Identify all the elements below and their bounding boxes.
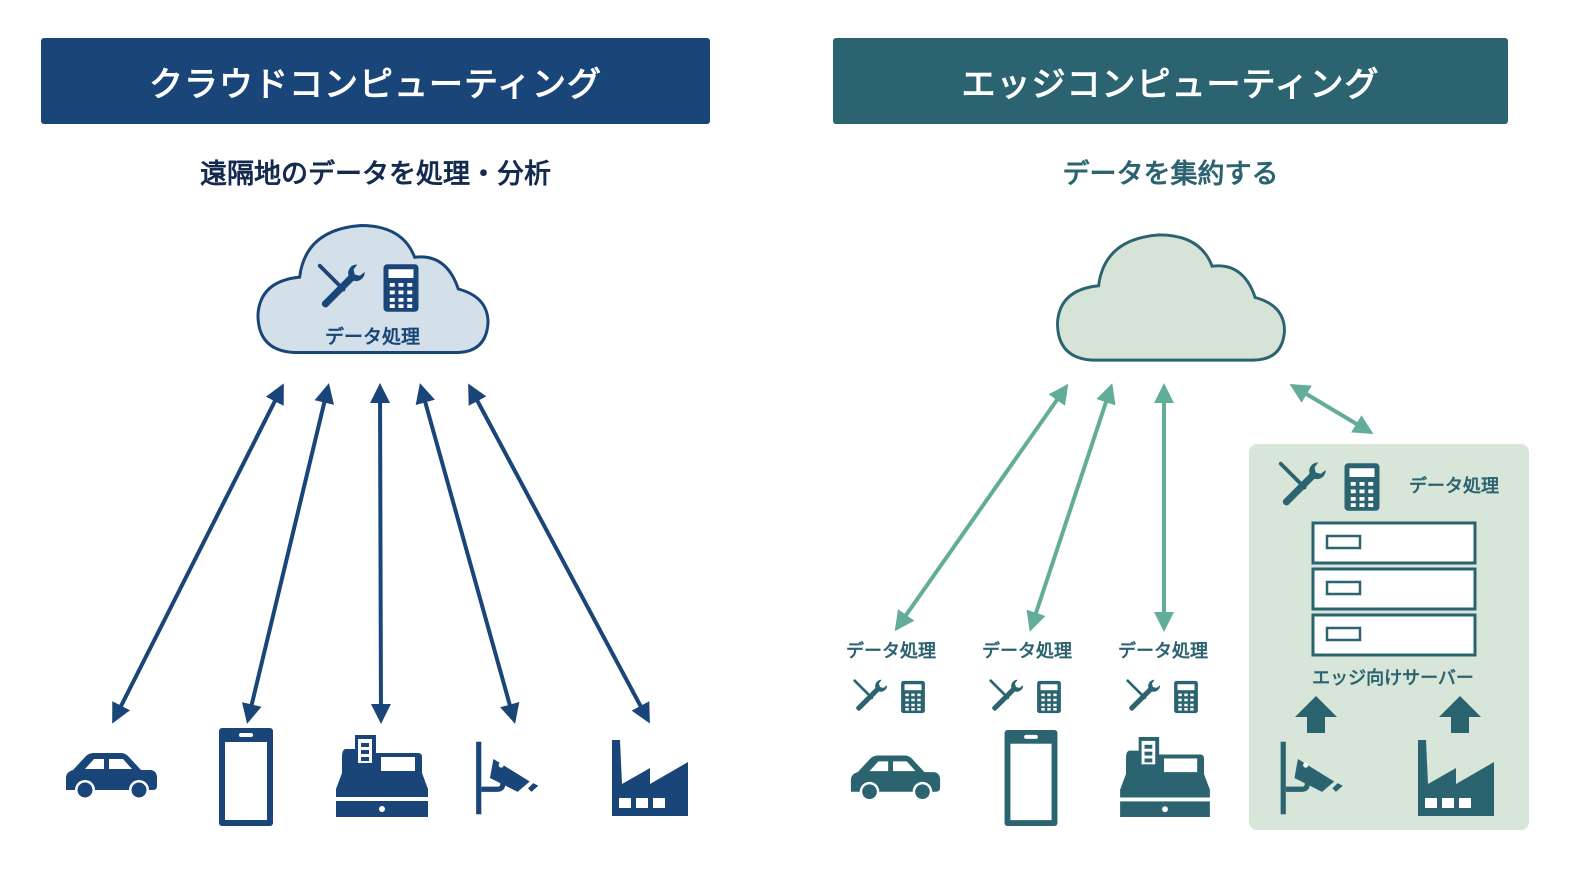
cloud-arrows: [112, 383, 650, 724]
calculator-icon: [1174, 680, 1198, 714]
cloud-subtitle: 遠隔地のデータを処理・分析: [200, 159, 551, 190]
tools-icon: [989, 678, 1024, 713]
cash-register-icon: [1120, 737, 1210, 817]
arrow-factory: [468, 383, 650, 724]
edge-server-processing-label: データ処理: [1409, 476, 1499, 497]
cloud-data-processing-label: データ処理: [324, 326, 420, 348]
arrow-up-icon: [1439, 696, 1481, 733]
arrow-edge-server: [1289, 383, 1374, 435]
edge-computing-cloud: [1055, 233, 1287, 362]
security-camera-icon: [476, 742, 538, 815]
arrow-edge-car: [894, 383, 1069, 632]
calculator-icon: [1344, 463, 1380, 511]
cloud-computing-banner: クラウドコンピューティング: [41, 38, 710, 124]
calculator-icon: [1037, 680, 1061, 714]
cash-register-icon: [336, 735, 428, 817]
car-icon: [850, 755, 941, 802]
calculator-icon: [901, 680, 925, 714]
edge-device-processing-label: データ処理: [1118, 641, 1208, 662]
tools-icon: [1126, 678, 1161, 713]
edge-arrows: [894, 383, 1374, 632]
edge-server-label: エッジ向けサーバー: [1312, 668, 1474, 689]
factory-icon: [612, 740, 688, 816]
edge-device-processing-label: データ処理: [846, 641, 936, 662]
calculator-icon: [383, 264, 419, 312]
arrow-camera: [415, 383, 520, 724]
tools-icon: [853, 678, 888, 713]
arrow-edge-phone: [1026, 383, 1116, 632]
arrow-register: [370, 383, 391, 724]
arrow-car: [112, 383, 284, 724]
edge-server-icon: [1311, 521, 1477, 657]
smartphone-icon: [219, 728, 273, 826]
smartphone-icon: [1004, 730, 1058, 826]
edge-device-processing-label: データ処理: [982, 641, 1072, 662]
car-icon: [66, 753, 157, 800]
arrow-phone: [242, 383, 334, 724]
edge-computing-banner: エッジコンピューティング: [833, 38, 1508, 124]
edge-subtitle: データを集約する: [1062, 159, 1279, 190]
arrow-up-icon: [1295, 696, 1337, 733]
